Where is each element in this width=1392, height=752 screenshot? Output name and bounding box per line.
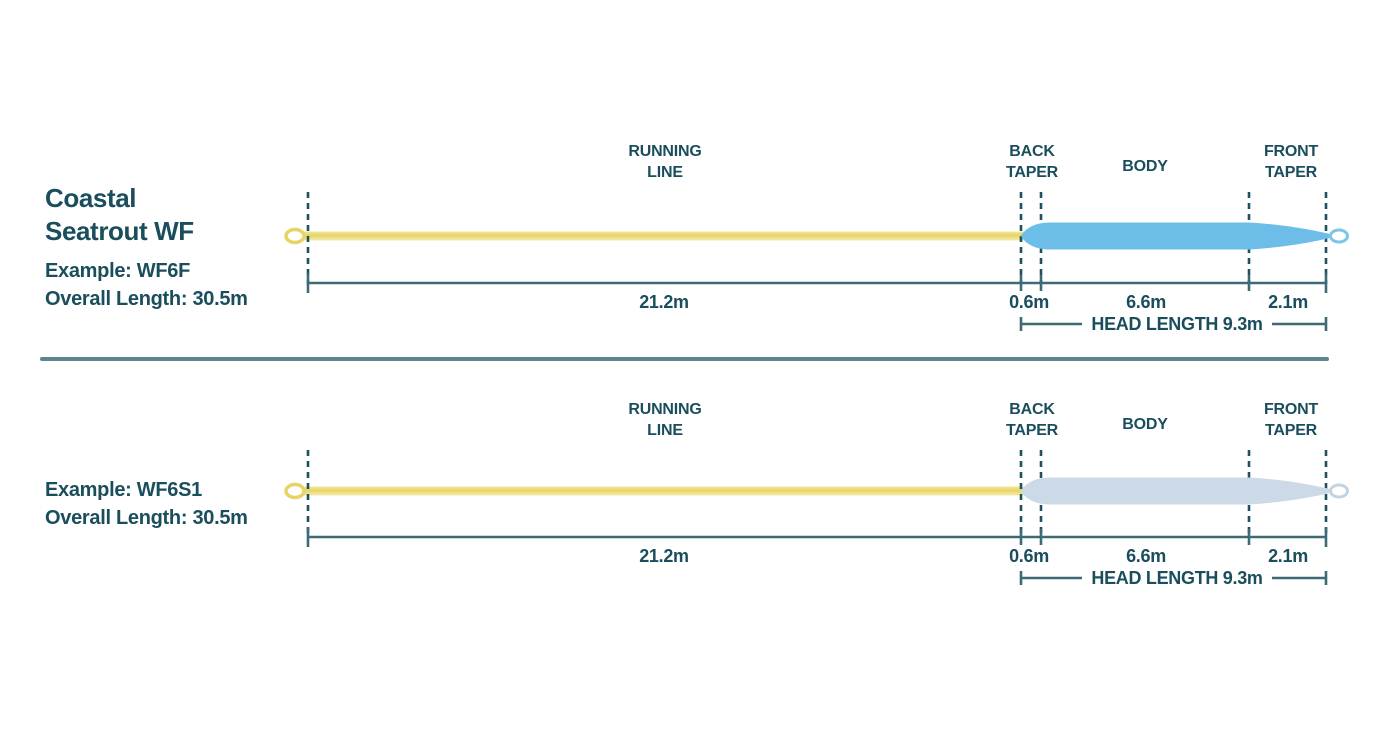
front-taper-measurement: 2.1m (1268, 546, 1308, 566)
running-line-section-label: RUNNING LINE (628, 143, 702, 181)
head-length-bracket (1019, 317, 1328, 331)
product-title: Coastal Seatrout WF (45, 183, 194, 246)
dimension-line (306, 527, 1328, 547)
example-label: Example: WF6F (45, 260, 191, 282)
back-taper-section-label: BACK TAPER (1005, 143, 1059, 181)
head-length-measurement: HEAD LENGTH 9.3m (1091, 568, 1263, 588)
running-line-measurement: 21.2m (639, 546, 689, 566)
head-length-measurement: HEAD LENGTH 9.3m (1091, 314, 1263, 334)
body-segment (1021, 222, 1332, 250)
rear-welded-loop-icon (284, 482, 306, 500)
running-line-section-label: RUNNING LINE (628, 401, 702, 439)
rear-welded-loop-icon (284, 227, 306, 245)
running-line-segment (302, 231, 1032, 241)
tip-welded-loop-icon (1329, 483, 1349, 499)
running-line-segment (302, 486, 1032, 496)
body-measurement: 6.6m (1126, 292, 1166, 312)
overall-length-label: Overall Length: 30.5m (45, 288, 248, 310)
head-length-bracket (1019, 571, 1328, 585)
front-taper-section-label: FRONT TAPER (1263, 143, 1319, 181)
example-label: Example: WF6S1 (45, 479, 202, 501)
body-segment (1021, 477, 1332, 505)
dimension-line (306, 273, 1328, 293)
back-taper-measurement: 0.6m (1009, 546, 1049, 566)
back-taper-section-label: BACK TAPER (1005, 401, 1059, 439)
overall-length-label: Overall Length: 30.5m (45, 507, 248, 529)
front-taper-section-label: FRONT TAPER (1263, 401, 1319, 439)
running-line-measurement: 21.2m (639, 292, 689, 312)
body-measurement: 6.6m (1126, 546, 1166, 566)
row-divider (40, 357, 1329, 361)
body-section-label: BODY (1122, 416, 1168, 433)
back-taper-measurement: 0.6m (1009, 292, 1049, 312)
front-taper-measurement: 2.1m (1268, 292, 1308, 312)
tip-welded-loop-icon (1329, 228, 1349, 244)
body-section-label: BODY (1122, 158, 1168, 175)
